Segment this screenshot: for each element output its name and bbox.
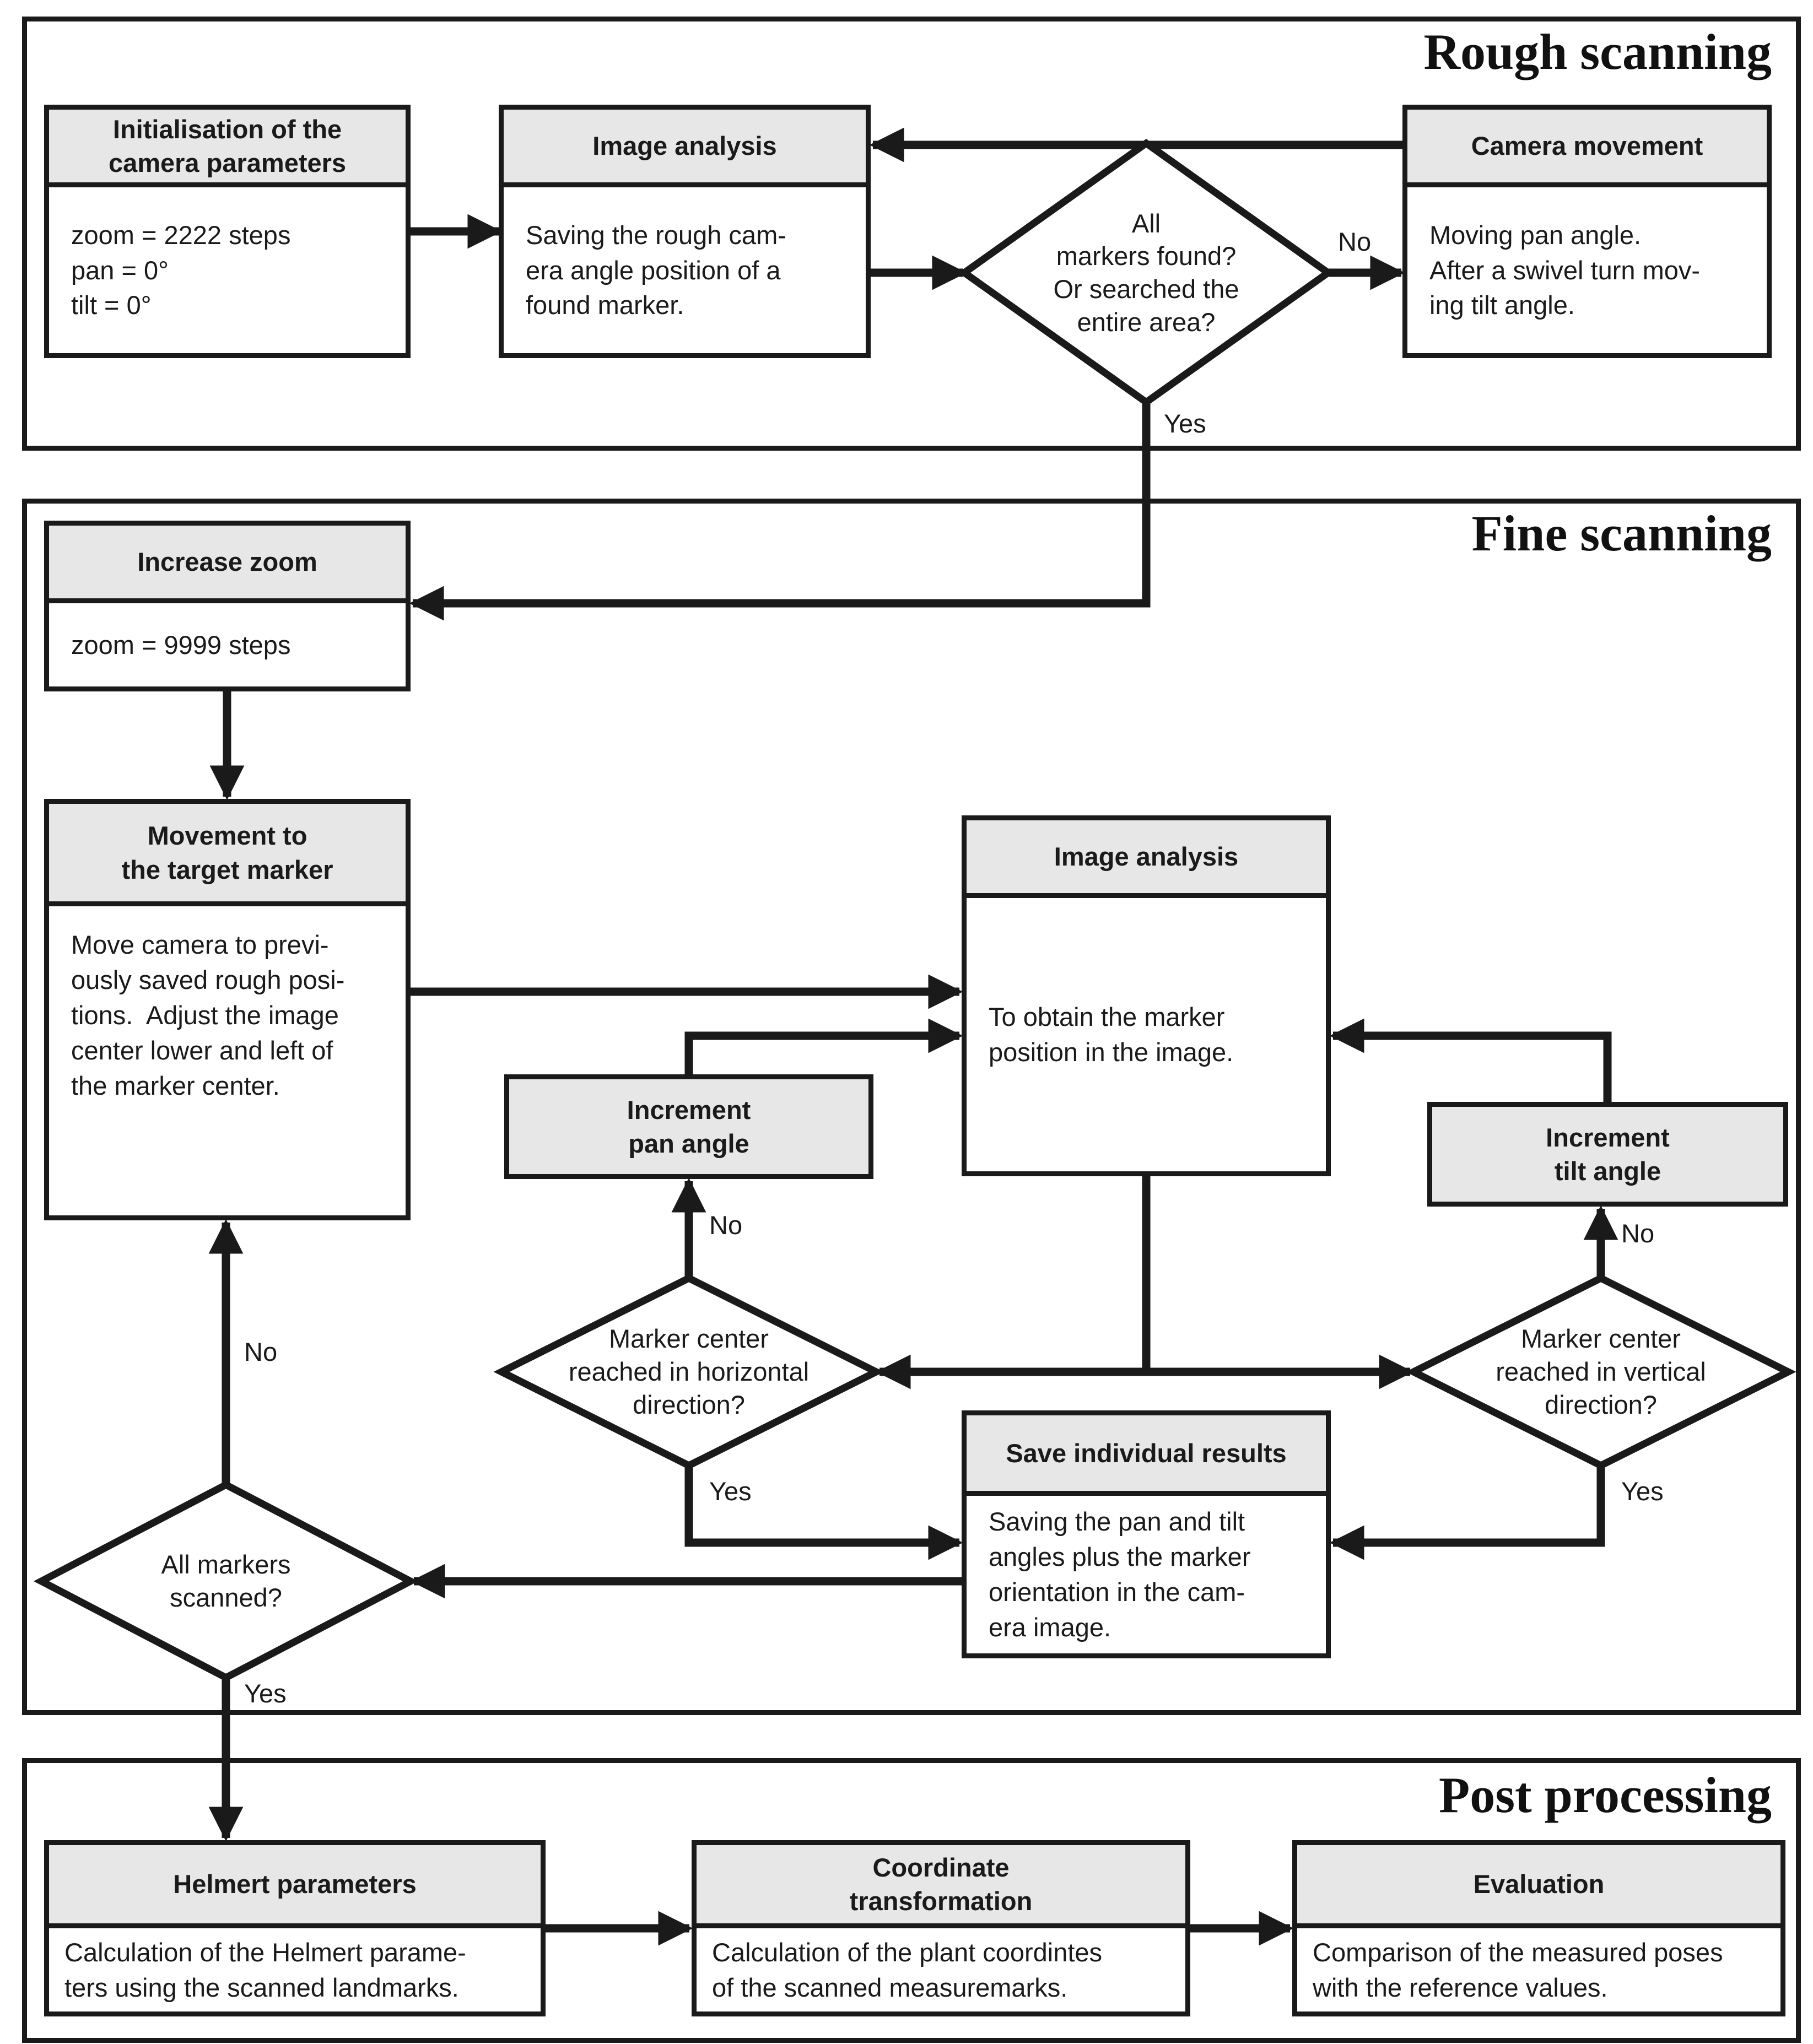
arrow-found-yes-to-increase-zoom xyxy=(409,402,1151,621)
node-helmert: Helmert parameters Calculation of the He… xyxy=(44,1840,546,2016)
edge-label-scanned-yes: Yes xyxy=(244,1679,287,1708)
edge-label-found-yes: Yes xyxy=(1164,409,1206,438)
node-movement-to-target-header: Movement to the target marker xyxy=(49,804,406,906)
node-increase-zoom-body: zoom = 9999 steps xyxy=(71,630,291,659)
node-movement-to-target: Movement to the target marker Move camer… xyxy=(44,799,411,1220)
node-increase-zoom-header: Increase zoom xyxy=(49,526,406,603)
section-rough-frame xyxy=(22,17,1801,451)
node-image-analysis-rough: Image analysis Saving the rough cam- era… xyxy=(499,105,871,358)
node-initialisation-header: Initialisation of the camera parameters xyxy=(49,110,406,187)
node-initialisation: Initialisation of the camera parameters … xyxy=(44,105,411,358)
node-evaluation-title: Evaluation xyxy=(1473,1869,1605,1899)
node-coordinate-transformation: Coordinate transformation Calculation of… xyxy=(692,1840,1190,2016)
node-helmert-header: Helmert parameters xyxy=(49,1845,541,1928)
node-image-analysis-rough-title: Image analysis xyxy=(592,131,777,161)
node-evaluation-header: Evaluation xyxy=(1297,1845,1780,1928)
section-post-title: Post processing xyxy=(1439,1767,1772,1823)
arrow-increment-tilt-to-image-analysis-fine xyxy=(1329,1018,1612,1102)
node-evaluation: Evaluation Comparison of the measured po… xyxy=(1292,1840,1785,2016)
node-camera-movement-header: Camera movement xyxy=(1407,110,1767,187)
node-initialisation-title: Initialisation of the camera parameters xyxy=(108,114,347,177)
node-increase-zoom-title: Increase zoom xyxy=(137,547,317,577)
node-camera-movement-title: Camera movement xyxy=(1471,131,1703,161)
section-fine-frame xyxy=(22,499,1801,1715)
node-coordinate-transformation-title: Coordinate transformation xyxy=(849,1852,1033,1916)
decision-all-markers-found xyxy=(958,139,1335,407)
node-coordinate-transformation-header: Coordinate transformation xyxy=(697,1845,1185,1928)
section-fine-title: Fine scanning xyxy=(1471,505,1772,561)
node-camera-movement: Camera movement Moving pan angle. After … xyxy=(1402,105,1772,358)
node-save-results-header: Save individual results xyxy=(967,1415,1326,1496)
node-increment-pan: Increment pan angle xyxy=(504,1074,873,1179)
decision-vertical-reached xyxy=(1405,1274,1796,1470)
decision-horizontal-reached xyxy=(493,1274,884,1470)
node-image-analysis-rough-body: Saving the rough cam- era angle position… xyxy=(526,220,786,320)
arrow-increment-pan-to-image-analysis-fine xyxy=(684,1018,963,1074)
node-movement-to-target-title: Movement to the target marker xyxy=(121,821,333,884)
node-increment-tilt: Increment tilt angle xyxy=(1427,1102,1788,1207)
edge-label-vertical-no: No xyxy=(1621,1219,1655,1248)
node-image-analysis-fine-title: Image analysis xyxy=(1054,842,1239,872)
node-image-analysis-fine-body: To obtain the marker position in the ima… xyxy=(989,1002,1234,1067)
edge-label-found-no: No xyxy=(1338,227,1372,256)
node-save-results-body: Saving the pan and tilt angles plus the … xyxy=(989,1507,1251,1642)
node-camera-movement-body: Moving pan angle. After a swivel turn mo… xyxy=(1429,220,1701,320)
arrow-vertical-yes-to-save-results xyxy=(1329,1466,1605,1560)
node-helmert-title: Helmert parameters xyxy=(173,1869,417,1899)
node-save-results-title: Save individual results xyxy=(1006,1438,1287,1468)
edge-label-horizontal-yes: Yes xyxy=(709,1477,752,1506)
edge-label-horizontal-no: No xyxy=(709,1210,743,1240)
arrow-horizontal-yes-to-save-results xyxy=(684,1466,963,1560)
decision-vertical-reached-text: Marker center reached in vertical direct… xyxy=(1496,1324,1706,1419)
node-save-results: Save individual results Saving the pan a… xyxy=(962,1410,1331,1658)
node-movement-to-target-body: Move camera to previ- ously saved rough … xyxy=(71,930,345,1100)
node-initialisation-body: zoom = 2222 steps pan = 0° tilt = 0° xyxy=(71,220,291,320)
decision-all-markers-found-text: All markers found? Or searched the entir… xyxy=(1053,208,1239,337)
node-image-analysis-fine: Image analysis To obtain the marker posi… xyxy=(962,815,1331,1176)
section-post-frame xyxy=(22,1758,1801,2043)
edge-label-vertical-yes: Yes xyxy=(1621,1477,1664,1506)
node-helmert-body: Calculation of the Helmert parame- ters … xyxy=(64,1937,466,2002)
node-increase-zoom: Increase zoom zoom = 9999 steps xyxy=(44,521,411,691)
decision-horizontal-reached-text: Marker center reached in horizontal dire… xyxy=(568,1324,810,1419)
node-evaluation-body: Comparison of the measured poses with th… xyxy=(1313,1937,1723,2002)
node-image-analysis-fine-header: Image analysis xyxy=(967,820,1326,898)
node-coordinate-transformation-body: Calculation of the plant coordintes of t… xyxy=(712,1937,1103,2002)
decision-all-markers-scanned xyxy=(33,1480,419,1682)
edge-label-scanned-no: No xyxy=(244,1337,278,1366)
node-image-analysis-rough-header: Image analysis xyxy=(504,110,866,187)
decision-all-markers-scanned-text: All markers scanned? xyxy=(161,1550,291,1612)
section-rough-title: Rough scanning xyxy=(1423,24,1772,80)
